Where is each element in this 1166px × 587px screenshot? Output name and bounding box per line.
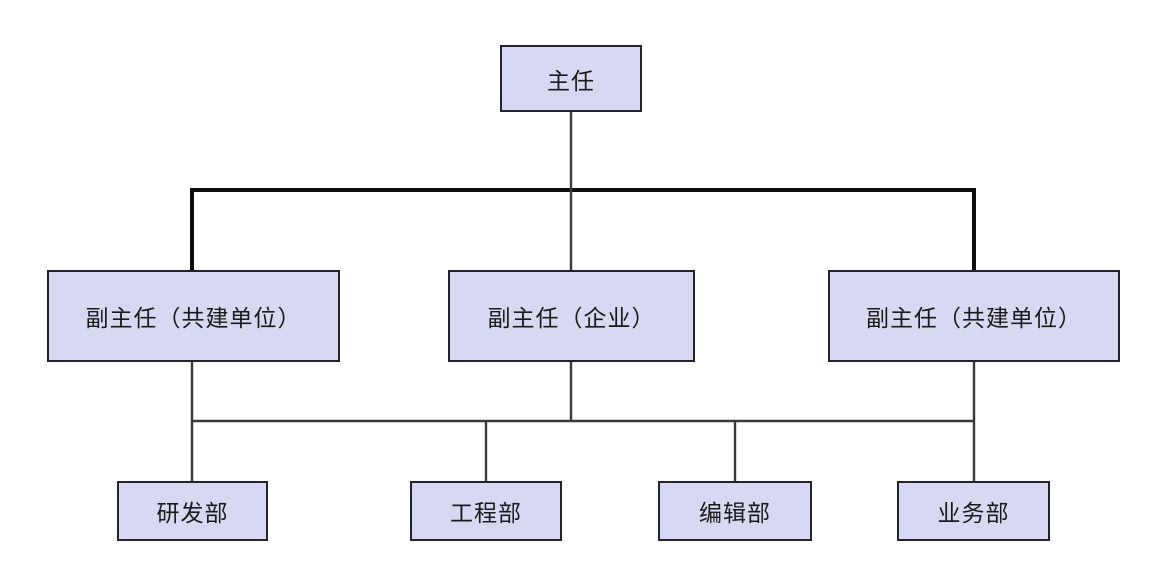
node-director-label: 主任	[547, 67, 595, 94]
node-dept-biz-label: 业务部	[937, 500, 1010, 526]
node-dept-rd: 研发部	[117, 481, 268, 541]
node-dept-eng-label: 工程部	[450, 500, 522, 526]
node-dept-edit-label: 编辑部	[699, 500, 771, 526]
node-deputy-left-label: 副主任（共建单位）	[85, 305, 302, 331]
node-director: 主任	[500, 45, 642, 112]
node-deputy-center-label: 副主任（企业）	[487, 305, 656, 331]
node-deputy-center: 副主任（企业）	[448, 270, 695, 362]
node-dept-rd-label: 研发部	[156, 500, 229, 526]
node-dept-eng: 工程部	[410, 481, 562, 541]
node-deputy-left: 副主任（共建单位）	[47, 270, 340, 362]
node-dept-edit: 编辑部	[658, 481, 812, 541]
node-deputy-right-label: 副主任（共建单位）	[866, 305, 1082, 331]
node-deputy-right: 副主任（共建单位）	[828, 270, 1120, 362]
node-dept-biz: 业务部	[897, 481, 1050, 541]
